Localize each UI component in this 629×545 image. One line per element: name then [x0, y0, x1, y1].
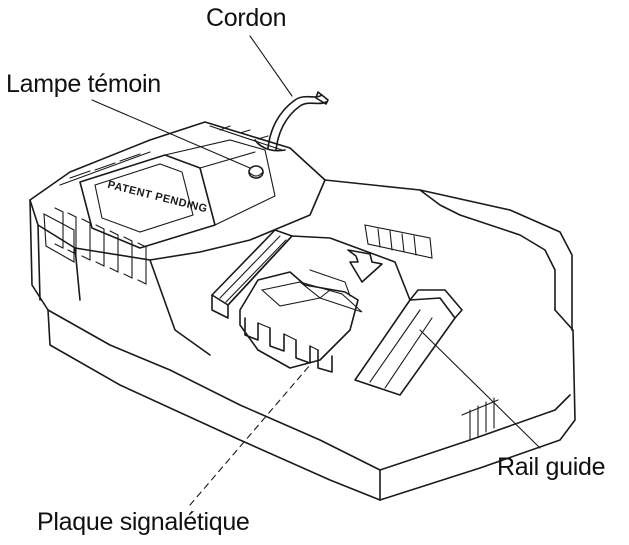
label-plaque-signaletique: Plaque signalétique [37, 508, 250, 536]
leader-cordon [249, 35, 293, 97]
top-panel: PATENT PENDING [59, 125, 283, 249]
label-lampe-temoin: Lampe témoin [6, 70, 161, 98]
leader-lampe [91, 99, 251, 169]
label-rail-guide: Rail guide [497, 453, 606, 481]
leader-rail [419, 329, 541, 449]
label-cordon: Cordon [206, 4, 287, 32]
cord [254, 91, 329, 152]
leader-plaque [189, 364, 311, 506]
logo-text: PATENT PENDING [106, 179, 208, 215]
left-vent-grille [43, 207, 147, 285]
battery-slot [211, 224, 463, 396]
leader-lines [91, 35, 541, 506]
charger-body [29, 121, 576, 501]
right-vents [461, 397, 499, 441]
indicator-lamp [248, 165, 264, 179]
